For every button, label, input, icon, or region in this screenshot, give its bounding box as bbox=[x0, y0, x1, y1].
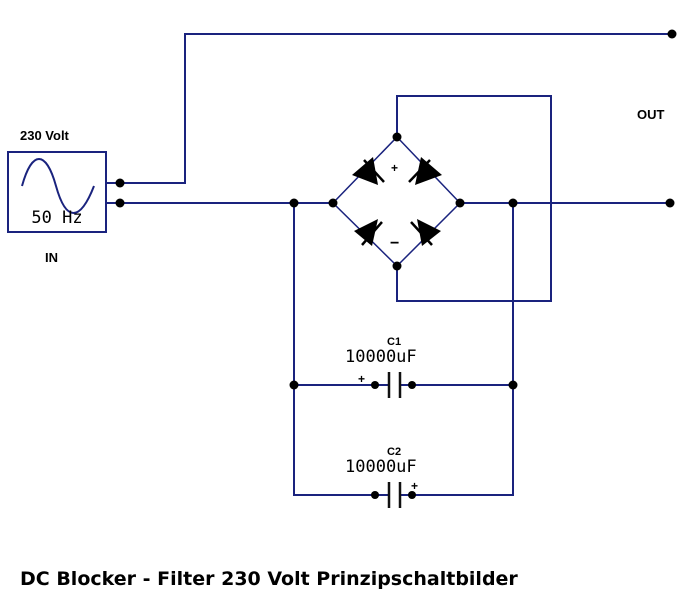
c2-terminal-right bbox=[408, 491, 416, 499]
input-label: IN bbox=[45, 250, 58, 265]
junction-node bbox=[508, 380, 518, 390]
source-terminal-bottom bbox=[115, 198, 125, 208]
c2-name: C2 bbox=[387, 446, 401, 458]
frequency-label: 50 Hz bbox=[31, 208, 82, 228]
bridge-node-left bbox=[328, 198, 338, 208]
c2-value: 10000uF bbox=[345, 457, 417, 477]
c1-polarity: + bbox=[358, 372, 365, 386]
bridge-node-top bbox=[392, 132, 402, 142]
c2-polarity: + bbox=[411, 479, 418, 493]
output-label: OUT bbox=[637, 107, 665, 122]
output-terminal-top bbox=[667, 29, 677, 39]
diode-bottom-left-icon bbox=[354, 219, 383, 246]
c1-terminal-right bbox=[408, 381, 416, 389]
diode-top-right-icon bbox=[408, 157, 442, 185]
capacitor-c2: C2 10000uF + bbox=[345, 446, 418, 508]
voltage-label: 230 Volt bbox=[20, 128, 70, 143]
junction-node bbox=[289, 380, 299, 390]
bridge-node-right bbox=[455, 198, 465, 208]
junction-node bbox=[508, 198, 518, 208]
c2-terminal-left bbox=[371, 491, 379, 499]
capacitor-c1: C1 10000uF + bbox=[345, 336, 417, 398]
diagram-caption: DC Blocker - Filter 230 Volt Prinzipscha… bbox=[20, 568, 518, 590]
output-terminal-bottom bbox=[665, 198, 675, 208]
bridge-node-bottom bbox=[392, 261, 402, 271]
c1-name: C1 bbox=[387, 336, 401, 348]
c1-terminal-left bbox=[371, 381, 379, 389]
junction-nodes bbox=[115, 29, 677, 499]
junction-node bbox=[289, 198, 299, 208]
diode-bottom-right-icon bbox=[410, 219, 441, 246]
sine-wave-icon bbox=[21, 158, 95, 214]
ac-source: 50 Hz bbox=[7, 151, 107, 233]
source-terminal-top bbox=[115, 178, 125, 188]
wires bbox=[106, 33, 672, 496]
bridge-rectifier: + − bbox=[352, 157, 442, 252]
bridge-plus-sign: + bbox=[391, 161, 398, 175]
c1-value: 10000uF bbox=[345, 347, 417, 367]
diode-top-left-icon bbox=[352, 157, 385, 185]
bridge-minus-sign: − bbox=[390, 235, 399, 252]
